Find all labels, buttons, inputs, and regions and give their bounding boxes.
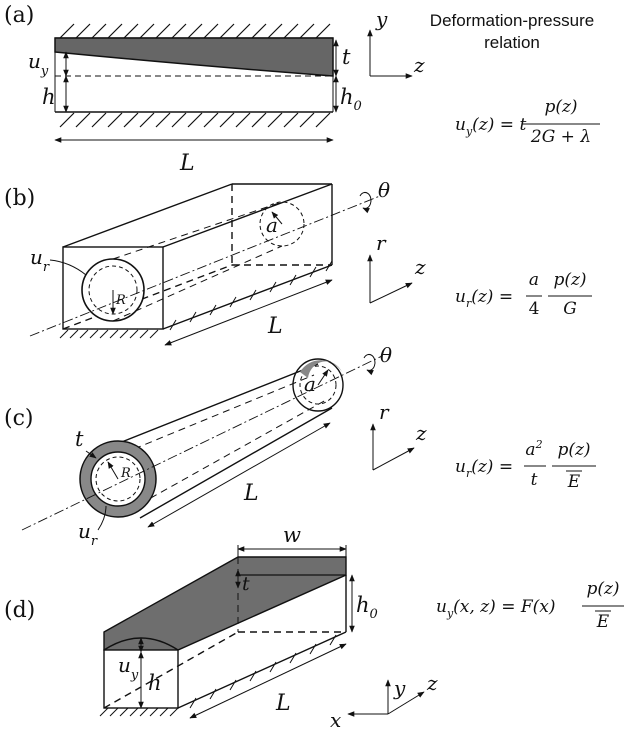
- panel-b-tag: (b): [4, 186, 35, 211]
- t-label: t: [342, 45, 351, 69]
- R-label-c: R: [120, 466, 131, 481]
- ur-label-c: ur: [78, 519, 98, 549]
- svg-text:uy(x, z) = F(x): uy(x, z) = F(x): [436, 597, 556, 620]
- svg-text:p(z): p(z): [544, 97, 577, 117]
- z-axis-label-c: z: [415, 421, 427, 445]
- svg-text:4: 4: [529, 299, 540, 319]
- equation-b: ur(z) = a 4 p(z) G: [455, 270, 592, 319]
- y-axis-label: y: [375, 7, 388, 31]
- svg-text:p(z): p(z): [557, 440, 590, 460]
- L-label-b: L: [267, 314, 283, 339]
- svg-text:p(z): p(z): [553, 270, 586, 290]
- h0-label-d: h0: [356, 593, 378, 622]
- L-label: L: [179, 151, 195, 176]
- a-label-b: a: [266, 213, 278, 237]
- svg-text:uy(z) = t: uy(z) = t: [455, 115, 526, 138]
- h0-label: h0: [340, 85, 362, 114]
- svg-text:a: a: [529, 270, 539, 290]
- h-label-d: h: [148, 671, 162, 695]
- ur-label-b: ur: [30, 245, 50, 275]
- L-label-c: L: [243, 481, 259, 506]
- t-label-c: t: [75, 427, 84, 451]
- R-label-b: R: [115, 293, 126, 308]
- svg-text:G: G: [563, 299, 577, 319]
- panel-d-tag: (d): [4, 598, 35, 623]
- svg-text:2G + λ: 2G + λ: [530, 127, 591, 147]
- svg-text:ur(z) =: ur(z) =: [455, 457, 513, 480]
- equation-c: ur(z) = a2 t p(z) E: [455, 438, 596, 492]
- equation-d: uy(x, z) = F(x) p(z) E: [436, 579, 624, 632]
- z-axis-label: z: [413, 53, 425, 77]
- z-axis-label-d: z: [426, 671, 438, 695]
- panel-c: (c) θ R a t ur L r: [4, 343, 596, 549]
- svg-text:ur(z) =: ur(z) =: [455, 287, 513, 310]
- r-axis-label-b: r: [376, 231, 387, 255]
- equation-a: uy(z) = t p(z) 2G + λ: [455, 97, 600, 147]
- a-label-c: a: [304, 372, 316, 396]
- panel-b: (b) θ R a ur: [4, 178, 592, 346]
- header-line-2: relation: [484, 33, 540, 52]
- y-axis-label-d: y: [393, 676, 406, 700]
- z-axis-label-b: z: [414, 255, 426, 279]
- uy-label: uy: [28, 49, 49, 79]
- svg-text:E: E: [567, 472, 581, 492]
- panel-a: (a) uy h t h0 L y z uy(z) =: [4, 3, 600, 176]
- svg-text:a2: a2: [525, 438, 542, 460]
- svg-text:E: E: [596, 612, 610, 632]
- panel-d: (d) w t h0 uy h: [4, 523, 624, 731]
- r-axis-label-c: r: [379, 400, 390, 424]
- theta-label-b: θ: [378, 178, 390, 202]
- theta-label-c: θ: [380, 343, 392, 367]
- svg-text:t: t: [531, 470, 538, 490]
- uy-label-d: uy: [118, 653, 139, 683]
- svg-text:p(z): p(z): [586, 579, 619, 599]
- panel-a-tag: (a): [4, 3, 34, 28]
- w-label: w: [283, 523, 301, 547]
- x-axis-label-d: x: [330, 708, 341, 731]
- header-line-1: Deformation-pressure: [430, 11, 594, 30]
- h-label: h: [42, 85, 56, 109]
- t-label-d: t: [242, 573, 250, 595]
- deformed-wall: [54, 37, 334, 77]
- bottom-wall: [55, 111, 333, 128]
- L-label-d: L: [275, 691, 291, 716]
- top-wall: [55, 23, 333, 39]
- panel-c-tag: (c): [4, 406, 34, 431]
